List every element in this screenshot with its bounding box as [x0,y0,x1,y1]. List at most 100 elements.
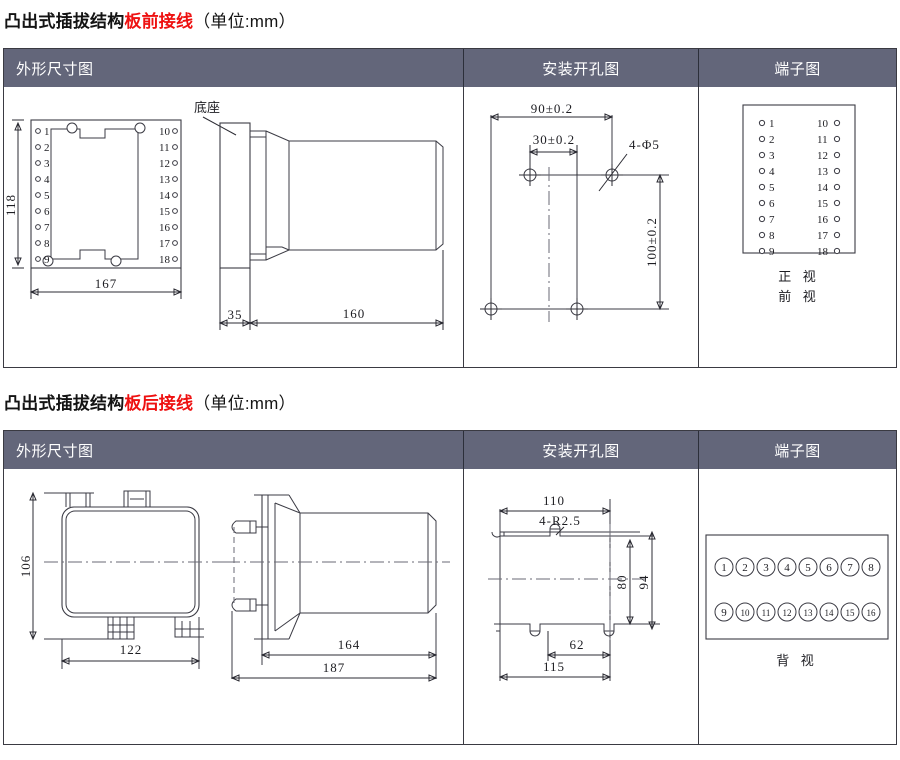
svg-text:14: 14 [159,190,171,202]
mounting-drawing-front: 90±0.2 30±0.2 4-Φ5 100±0.2 [480,101,669,322]
svg-text:13: 13 [804,608,814,618]
svg-text:12: 12 [783,608,792,618]
terminal-column-right: 10 11 12 13 14 15 16 17 18 [159,126,178,266]
svg-text:17: 17 [817,230,829,242]
svg-text:11: 11 [762,608,771,618]
svg-text:9: 9 [769,246,775,258]
section-title-front-wiring: 凸出式插拔结构板前接线（单位:mm） [4,12,296,32]
outline-drawing-front: 1 2 3 4 5 6 7 8 9 10 11 12 [4,100,445,330]
dim-width-167: 167 [95,276,118,291]
svg-text:3: 3 [44,158,50,170]
svg-text:8: 8 [868,562,874,574]
dim-width-110: 110 [543,493,565,508]
svg-text:12: 12 [817,150,828,162]
dim-depth-164: 164 [338,637,361,652]
svg-text:15: 15 [159,206,171,218]
terminal-list-right: 10 11 12 13 14 15 16 17 18 [817,118,841,258]
column-header-terminal: 端子图 [774,60,821,78]
table-header-row-2: 外形尺寸图 安装开孔图 端子图 [4,431,896,469]
svg-text:13: 13 [817,166,829,178]
outline-drawing-rear: 106 122 [18,490,450,682]
terminal-diagram-rear: 1 2 3 4 5 6 7 8 9 10 11 12 13 [705,534,889,668]
dim-height-118: 118 [4,194,18,216]
cell-outline-drawing-rear: 106 122 [4,469,464,745]
table-header-row: 外形尺寸图 安装开孔图 端子图 [4,49,896,87]
svg-text:1: 1 [769,118,775,130]
svg-text:16: 16 [867,608,877,618]
dim-width-122: 122 [120,642,143,657]
terminal-caption-line1: 正 视 [778,269,820,284]
svg-text:10: 10 [817,118,829,130]
column-header-outline: 外形尺寸图 [4,49,464,87]
svg-text:15: 15 [846,608,856,618]
label-base-front: 底座 [194,100,220,115]
dim-notch-62: 62 [570,637,585,652]
dim-height-100: 100±0.2 [644,217,659,267]
svg-text:4: 4 [769,166,775,178]
terminal-row-bottom: 9 10 11 12 13 14 15 16 [714,602,881,622]
spec-table-rear-wiring: 外形尺寸图 安装开孔图 端子图 [3,430,897,745]
terminal-caption-rear: 背 视 [776,653,818,668]
spec-table-front-wiring: 外形尺寸图 安装开孔图 端子图 [3,48,897,368]
svg-text:5: 5 [769,182,775,194]
svg-text:14: 14 [817,182,829,194]
svg-text:10: 10 [159,126,171,138]
terminal-caption-line2: 前 视 [778,289,820,304]
svg-text:1: 1 [44,126,50,138]
dim-bottom-115: 115 [543,659,565,674]
terminal-column-left: 1 2 3 4 5 6 7 8 9 [35,126,50,266]
svg-text:6: 6 [826,562,832,574]
cell-mounting-drawing-rear: 110 4-R2.5 80 94 [464,469,699,745]
svg-text:10: 10 [741,608,751,618]
svg-text:9: 9 [721,607,727,619]
svg-text:7: 7 [44,222,50,234]
svg-text:9: 9 [44,254,50,266]
svg-text:12: 12 [159,158,170,170]
table-body-row-2: 106 122 [4,469,896,745]
table-body-row: 1 2 3 4 5 6 7 8 9 10 11 12 [4,87,896,368]
section-title-accent: 板前接线 [124,12,194,31]
column-header-mounting-2: 安装开孔图 [464,431,699,469]
svg-text:2: 2 [742,562,748,574]
column-header-terminal-2: 端子图 [774,442,821,460]
svg-text:2: 2 [44,142,50,154]
svg-text:18: 18 [159,254,171,266]
terminal-list-left: 1 2 3 4 5 6 7 8 9 [758,118,775,258]
svg-text:4: 4 [784,562,790,574]
terminal-diagram-front: 1 2 3 4 5 6 7 8 9 10 11 12 13 [742,104,856,304]
svg-text:6: 6 [769,198,775,210]
svg-text:4: 4 [44,174,50,186]
dim-flange-35: 35 [228,307,243,322]
svg-text:14: 14 [825,608,835,618]
cell-outline-drawing-front: 1 2 3 4 5 6 7 8 9 10 11 12 [4,87,464,368]
dim-body-160: 160 [343,306,366,321]
svg-text:3: 3 [769,150,775,162]
dim-height-106: 106 [18,555,33,578]
svg-text:11: 11 [817,134,828,146]
dim-inner-width: 30±0.2 [533,132,575,147]
cell-terminal-diagram-rear: 1 2 3 4 5 6 7 8 9 10 11 12 13 [699,469,896,745]
section-title-rear-wiring: 凸出式插拔结构板后接线（单位:mm） [4,394,296,414]
dim-inner-height-80: 80 [614,575,629,590]
dim-radius-note: 4-R2.5 [539,513,581,528]
svg-text:5: 5 [805,562,811,574]
svg-text:11: 11 [159,142,170,154]
svg-text:7: 7 [769,214,775,226]
svg-text:8: 8 [44,238,50,250]
column-header-mounting: 安装开孔图 [464,49,699,87]
section-title-accent-2: 板后接线 [124,394,194,413]
cell-mounting-drawing-front: 90±0.2 30±0.2 4-Φ5 100±0.2 [464,87,699,368]
svg-text:6: 6 [44,206,50,218]
dim-top-width: 90±0.2 [531,101,573,116]
cell-terminal-diagram-front: 1 2 3 4 5 6 7 8 9 10 11 12 13 [699,87,896,368]
section-title-prefix: 凸出式插拔结构 [4,12,125,31]
svg-text:3: 3 [763,562,769,574]
svg-text:1: 1 [721,562,727,574]
svg-text:16: 16 [159,222,171,234]
section-title-unit-2: （单位:mm） [193,394,296,413]
svg-text:2: 2 [769,134,775,146]
dim-outer-height-94: 94 [636,575,651,590]
svg-text:7: 7 [847,562,853,574]
dim-depth-187: 187 [323,660,346,675]
